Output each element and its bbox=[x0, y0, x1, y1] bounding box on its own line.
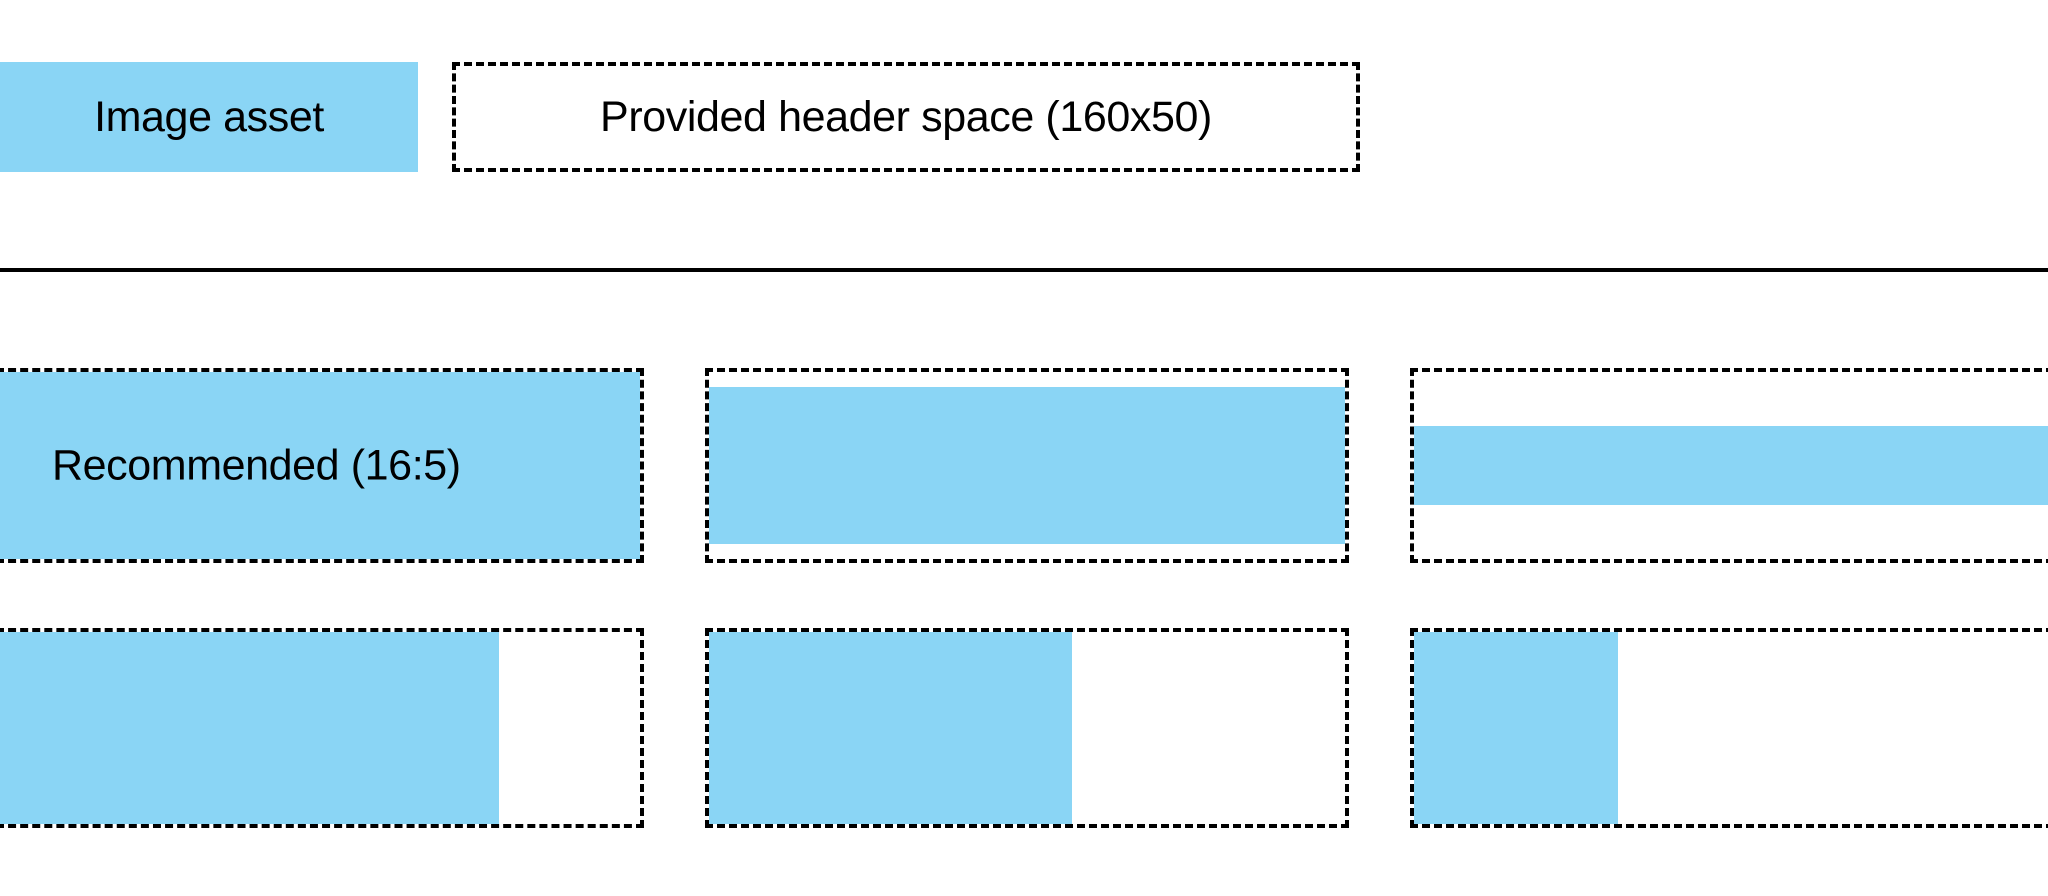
wide-fill-cell bbox=[0, 628, 644, 828]
legend-row: Image asset Provided header space (160x5… bbox=[0, 62, 2048, 172]
asset-fill bbox=[0, 372, 640, 559]
asset-fill bbox=[709, 632, 1072, 824]
asset-fill bbox=[1414, 426, 2048, 505]
recommended-cell: Recommended (16:5) bbox=[0, 368, 644, 563]
sample-grid: Recommended (16:5) bbox=[0, 368, 2048, 828]
asset-fill bbox=[0, 632, 500, 824]
asset-fill bbox=[709, 386, 1345, 545]
medium-fill-cell bbox=[705, 628, 1349, 828]
narrow-fill-cell bbox=[1410, 628, 2048, 828]
image-asset-swatch: Image asset bbox=[0, 62, 418, 172]
image-asset-label: Image asset bbox=[94, 92, 324, 141]
taller-aspect-cell bbox=[705, 368, 1349, 563]
asset-fill bbox=[1414, 632, 1618, 824]
provided-header-space-label: Provided header space (160x50) bbox=[600, 92, 1212, 141]
short-band-cell bbox=[1410, 368, 2048, 563]
section-divider bbox=[0, 268, 2048, 272]
provided-header-space-box: Provided header space (160x50) bbox=[452, 62, 1360, 172]
grid-row-short bbox=[0, 628, 2048, 828]
grid-row-tall: Recommended (16:5) bbox=[0, 368, 2048, 563]
recommended-label: Recommended (16:5) bbox=[52, 441, 461, 489]
